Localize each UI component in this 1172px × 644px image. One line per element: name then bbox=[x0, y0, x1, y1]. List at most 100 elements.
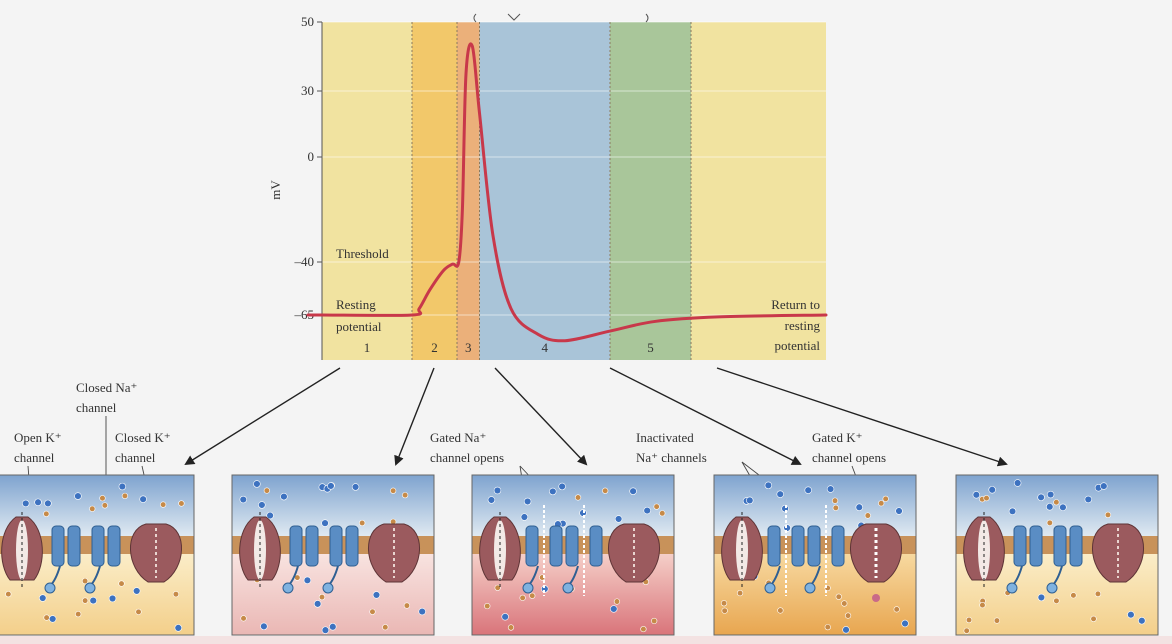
k-ion bbox=[135, 608, 142, 615]
na-ion bbox=[174, 624, 183, 632]
k-ion bbox=[118, 580, 125, 587]
k-ion bbox=[318, 594, 326, 601]
na-channel-right-half bbox=[549, 525, 563, 567]
na-ion bbox=[1059, 503, 1067, 511]
na-ion bbox=[972, 491, 981, 499]
k-ion bbox=[43, 614, 50, 621]
na-channel-left-half bbox=[289, 525, 303, 567]
na-ion bbox=[372, 591, 381, 599]
inactivation-gate-ball bbox=[522, 582, 534, 594]
membrane-panel-1 bbox=[0, 474, 195, 636]
k-ion bbox=[777, 607, 784, 614]
k-ion bbox=[659, 510, 666, 517]
na-ion bbox=[280, 492, 288, 501]
bottom-edge-strip bbox=[0, 636, 1172, 644]
na-ion bbox=[321, 519, 329, 527]
na-ion bbox=[327, 482, 335, 490]
k-ion bbox=[263, 487, 270, 494]
na-ion bbox=[260, 622, 268, 631]
na-channel-left-half bbox=[51, 525, 65, 567]
k-ion bbox=[494, 584, 501, 591]
membrane-panel-5 bbox=[955, 474, 1159, 636]
gated-k-label-line1: Gated K⁺ bbox=[812, 430, 863, 445]
k-ion bbox=[1053, 499, 1060, 506]
na-ion bbox=[34, 498, 42, 506]
na-ion bbox=[988, 486, 996, 494]
phase-band-4 bbox=[479, 22, 610, 360]
k-ion bbox=[965, 616, 973, 624]
na-ion bbox=[1037, 593, 1046, 602]
phase-label-5: 5 bbox=[647, 340, 654, 355]
arrow-phase-3 bbox=[494, 367, 588, 466]
phase-bands bbox=[322, 22, 826, 360]
na-channel-left-half bbox=[525, 525, 539, 567]
k-ion bbox=[101, 502, 108, 509]
na-ion bbox=[826, 485, 835, 493]
k-gate-marker bbox=[872, 594, 880, 602]
na-ion bbox=[804, 486, 812, 494]
na-ion bbox=[313, 600, 322, 608]
open-k-label-line2: channel bbox=[14, 450, 55, 465]
na-ion bbox=[48, 615, 57, 623]
membrane-panel-4 bbox=[713, 474, 917, 636]
k-ion bbox=[824, 624, 831, 631]
na-ion bbox=[258, 501, 266, 509]
na-ion bbox=[783, 524, 791, 532]
na-channel-left-half bbox=[767, 525, 781, 567]
inactivation-gate-ball bbox=[1006, 582, 1018, 594]
inactivation-gate-ball bbox=[804, 582, 816, 594]
k-ion bbox=[369, 608, 376, 615]
na-ion bbox=[487, 496, 496, 504]
k-ion bbox=[882, 495, 889, 502]
top-brackets bbox=[473, 13, 649, 23]
na-channel-right-half bbox=[589, 525, 603, 567]
k-ion bbox=[878, 500, 885, 507]
k-ion bbox=[844, 612, 852, 619]
k-ion bbox=[81, 577, 89, 585]
k-ion bbox=[640, 625, 647, 633]
na-channel-left-half bbox=[1013, 525, 1027, 567]
k-ion bbox=[893, 606, 900, 613]
phase-label-2: 2 bbox=[431, 340, 438, 355]
na-ion bbox=[44, 499, 52, 508]
arrow-phase-4 bbox=[609, 367, 802, 465]
na-ion bbox=[139, 495, 147, 503]
open-k-label-line1: Open K⁺ bbox=[14, 430, 62, 445]
na-ion bbox=[418, 607, 426, 616]
k-ion bbox=[602, 487, 609, 494]
k-ion bbox=[979, 601, 986, 609]
k-ion bbox=[832, 504, 839, 511]
na-channel-right-half bbox=[305, 525, 319, 567]
na-ion bbox=[303, 576, 312, 585]
na-channel-left-half bbox=[91, 525, 105, 567]
na-ion bbox=[89, 596, 97, 605]
k-ion bbox=[993, 617, 1001, 624]
na-ion bbox=[253, 480, 261, 488]
gated-na-label-line1: Gated Na⁺ bbox=[430, 430, 486, 445]
na-ion bbox=[1084, 495, 1093, 504]
k-ion bbox=[963, 627, 970, 634]
inactivation-gate-ball bbox=[562, 582, 574, 594]
na-ion bbox=[558, 482, 566, 491]
arrow-phase-1 bbox=[184, 367, 341, 466]
membrane-panel-3 bbox=[471, 474, 675, 636]
arrow-phase-2 bbox=[394, 367, 435, 466]
na-ion bbox=[74, 492, 82, 500]
phase-band-2 bbox=[412, 22, 457, 360]
na-channel-right-half bbox=[345, 525, 359, 567]
closed-k-label-line2: channel bbox=[115, 450, 156, 465]
return-label-line2: resting bbox=[785, 318, 821, 333]
membrane-panel-2 bbox=[231, 474, 435, 636]
panel-border bbox=[955, 474, 1159, 636]
threshold-label: Threshold bbox=[336, 246, 389, 261]
k-ion bbox=[240, 615, 247, 622]
return-label-line3: potential bbox=[775, 338, 821, 353]
na-ion bbox=[493, 486, 502, 495]
na-ion bbox=[266, 511, 274, 520]
na-ion bbox=[520, 513, 529, 521]
na-ion bbox=[1046, 490, 1055, 499]
k-ion bbox=[403, 602, 411, 609]
arrow-phase-5 bbox=[716, 367, 1008, 467]
phase-band-3 bbox=[457, 22, 480, 360]
k-ion bbox=[831, 497, 839, 504]
